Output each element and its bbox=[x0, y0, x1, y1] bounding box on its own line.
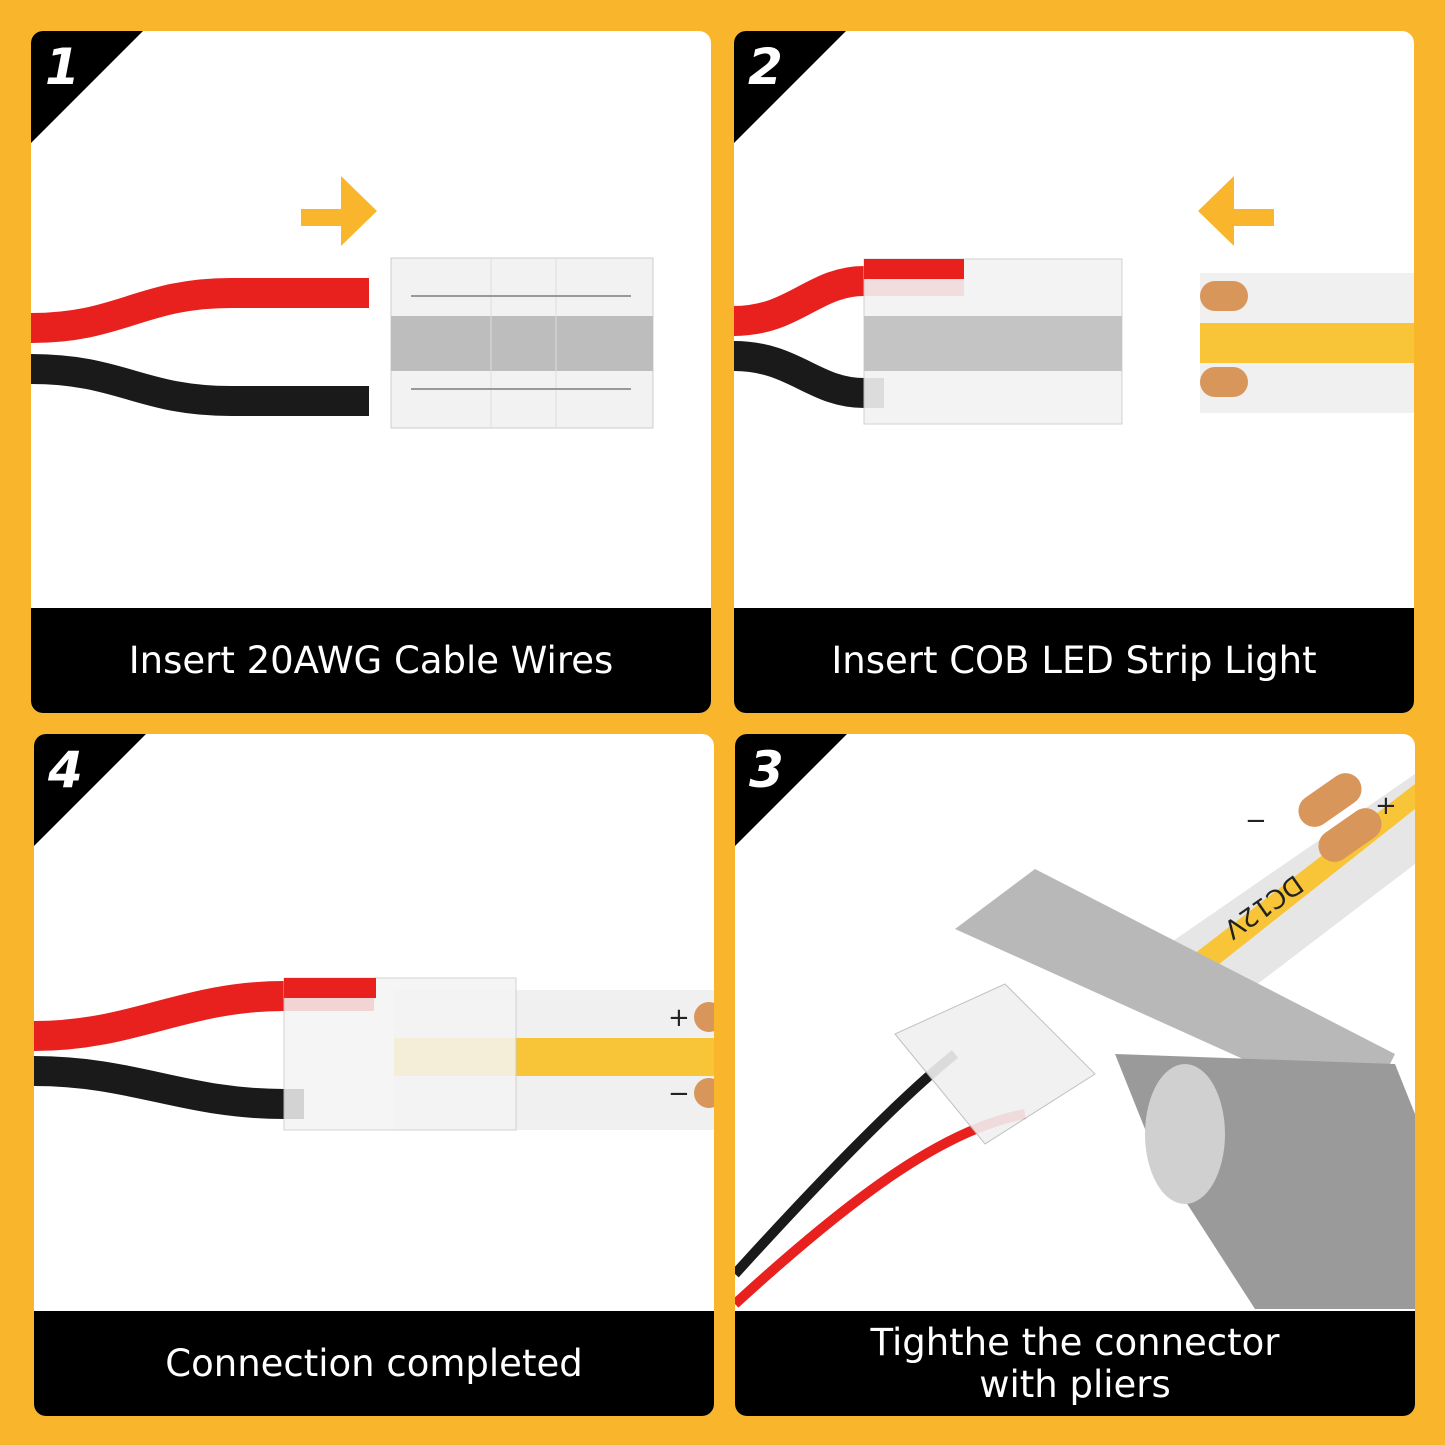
pliers bbox=[955, 869, 1415, 1309]
step-corner bbox=[34, 734, 146, 846]
caption-text: Insert 20AWG Cable Wires bbox=[128, 638, 614, 682]
caption: Insert COB LED Strip Light bbox=[734, 608, 1414, 713]
connector-and-strip-illustration bbox=[734, 176, 1414, 425]
step-number: 2 bbox=[748, 38, 783, 96]
minus-label: − bbox=[668, 1079, 690, 1109]
arrow-right-icon bbox=[301, 176, 377, 246]
caption-line-2: with pliers bbox=[979, 1362, 1171, 1406]
wires-and-connector-illustration bbox=[31, 176, 654, 429]
step-4-panel: + − 4 Connection completed bbox=[34, 734, 714, 1416]
step-number: 3 bbox=[749, 741, 784, 799]
arrow-left-icon bbox=[1198, 176, 1274, 246]
plus-label: + bbox=[1375, 791, 1397, 821]
connector bbox=[390, 257, 654, 429]
step-3-panel: + − DC12V 3 Tighthe the connector with p… bbox=[735, 734, 1415, 1416]
pliers-crimping-illustration: + − DC12V bbox=[735, 773, 1415, 1309]
step-corner bbox=[31, 31, 143, 143]
minus-label: − bbox=[1245, 806, 1267, 836]
step-1-panel: 1 Insert 20AWG Cable Wires bbox=[31, 31, 711, 713]
step-number: 4 bbox=[48, 741, 83, 799]
caption-text: Insert COB LED Strip Light bbox=[831, 638, 1317, 682]
caption: Tighthe the connector with pliers bbox=[735, 1311, 1415, 1416]
connector bbox=[894, 983, 1096, 1145]
connector bbox=[283, 977, 517, 1131]
completed-connection-illustration: + − bbox=[34, 977, 714, 1131]
step-number: 1 bbox=[45, 38, 80, 96]
connector bbox=[863, 258, 1123, 425]
caption: Insert 20AWG Cable Wires bbox=[31, 608, 711, 713]
caption: Connection completed bbox=[34, 1311, 714, 1416]
cob-led-strip bbox=[1200, 273, 1414, 413]
step-2-panel: 2 Insert COB LED Strip Light bbox=[734, 31, 1414, 713]
plus-label: + bbox=[668, 1003, 690, 1033]
caption-line-1: Tighthe the connector bbox=[870, 1320, 1280, 1364]
step-corner bbox=[735, 734, 847, 846]
caption-text: Connection completed bbox=[165, 1341, 583, 1385]
step-corner bbox=[734, 31, 846, 143]
